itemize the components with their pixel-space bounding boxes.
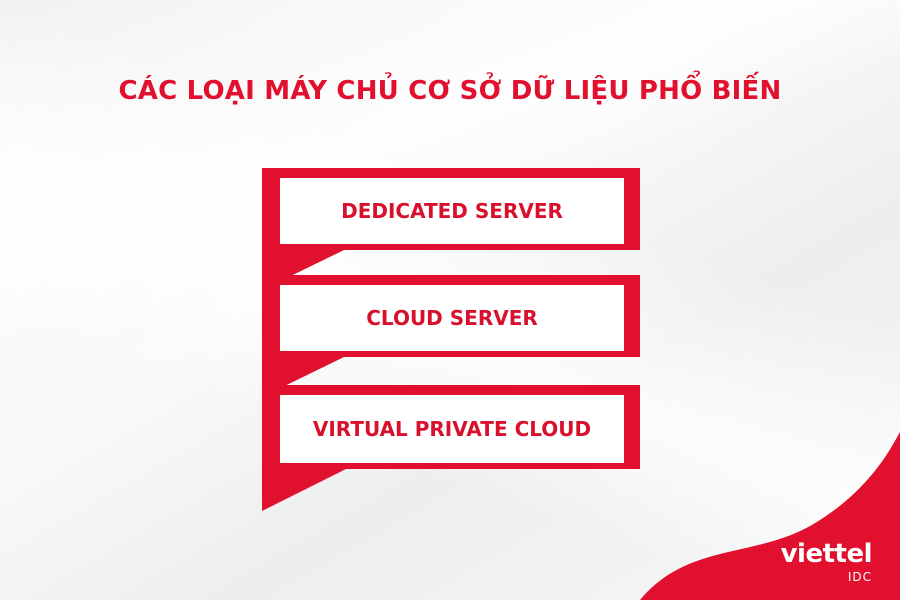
step-label: CLOUD SERVER: [366, 306, 538, 330]
brand-name: viettel: [780, 539, 873, 569]
arrow-down-icon: [262, 469, 346, 511]
page-title: CÁC LOẠI MÁY CHỦ CƠ SỞ DỮ LIỆU PHỔ BIẾN: [118, 76, 782, 106]
step-label: DEDICATED SERVER: [341, 199, 563, 223]
brand-logo: viettel IDC: [780, 539, 873, 584]
step-cloud-server: CLOUD SERVER: [262, 275, 640, 357]
step-dedicated-server: DEDICATED SERVER: [262, 168, 640, 250]
step-label: VIRTUAL PRIVATE CLOUD: [312, 417, 592, 441]
step-virtual-private-cloud: VIRTUAL PRIVATE CLOUD: [262, 385, 640, 469]
brand-sub: IDC: [847, 570, 872, 584]
